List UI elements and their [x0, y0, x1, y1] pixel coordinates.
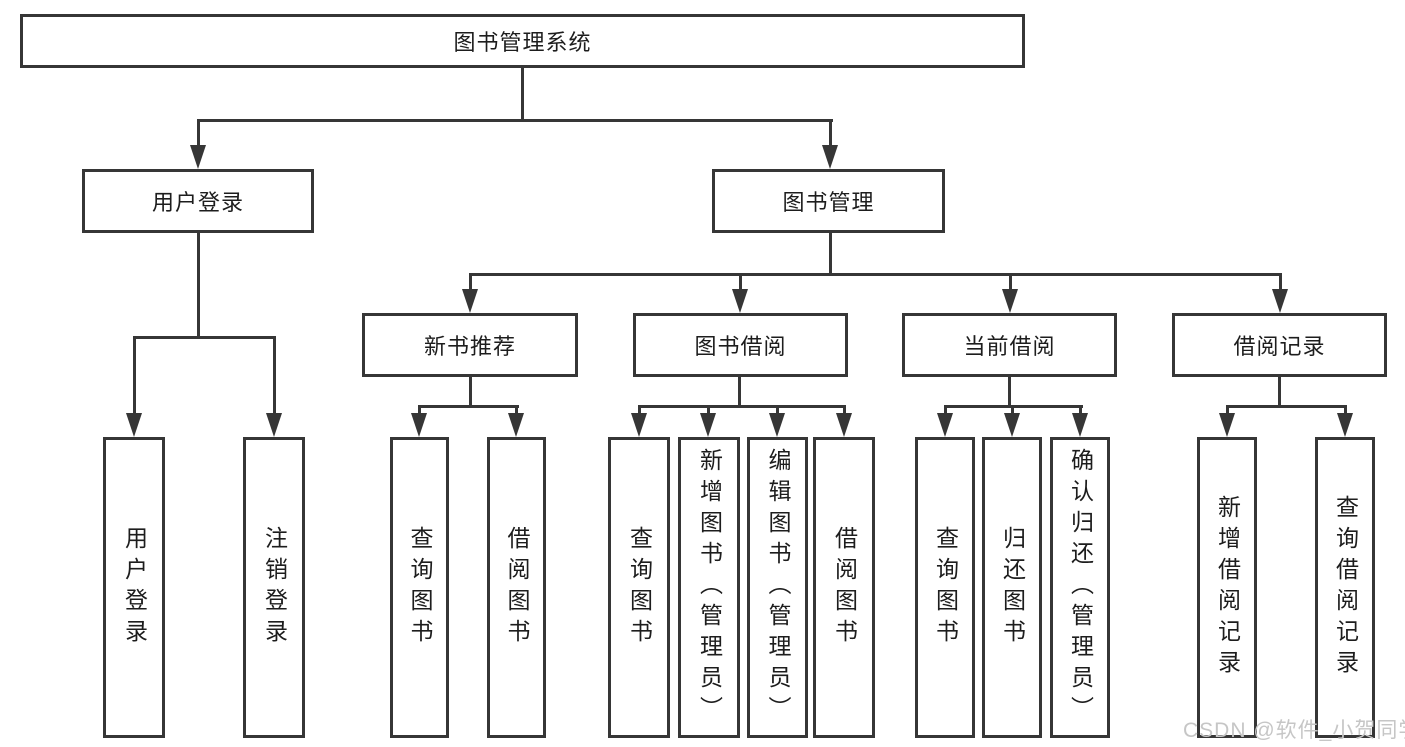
- arrow-down-icon: [822, 145, 838, 169]
- node-label: 查询图书: [407, 525, 433, 650]
- connector-line: [469, 273, 1282, 276]
- node-book-borrowing: 图书借阅: [633, 313, 848, 377]
- leaf-bb-add-books-admin: 新增图书（管理员）: [678, 437, 740, 738]
- arrow-down-icon: [1072, 413, 1088, 437]
- node-current-borrowing: 当前借阅: [902, 313, 1117, 377]
- node-label: 新书推荐: [423, 334, 516, 359]
- leaf-cb-confirm-return-admin: 确认归还（管理员）: [1050, 437, 1110, 738]
- connector-line: [1278, 377, 1281, 408]
- connector-line: [418, 405, 421, 417]
- leaf-br-add-record: 新增借阅记录: [1197, 437, 1257, 738]
- node-label: 查询图书: [932, 525, 959, 650]
- arrow-down-icon: [126, 413, 142, 437]
- connector-line: [133, 336, 276, 339]
- arrow-down-icon: [631, 413, 647, 437]
- connector-line: [739, 273, 742, 293]
- arrow-down-icon: [700, 413, 716, 437]
- connector-line: [638, 405, 641, 417]
- node-root: 图书管理系统: [20, 14, 1025, 68]
- connector-line: [197, 233, 200, 338]
- leaf-nb-query-books: 查询图书: [390, 437, 449, 738]
- arrow-down-icon: [937, 413, 953, 437]
- arrow-down-icon: [190, 145, 206, 169]
- connector-line: [738, 377, 741, 408]
- connector-line: [515, 405, 518, 417]
- arrow-down-icon: [1004, 413, 1020, 437]
- connector-line: [418, 405, 519, 408]
- leaf-logout: 注销登录: [243, 437, 305, 738]
- arrow-down-icon: [732, 289, 748, 313]
- node-label: 借阅图书: [504, 525, 530, 650]
- connector-line: [944, 405, 947, 417]
- connector-line: [829, 233, 832, 276]
- node-label: 图书管理: [782, 190, 875, 215]
- connector-line: [1279, 273, 1282, 293]
- node-new-book-recommend: 新书推荐: [362, 313, 578, 377]
- leaf-bb-edit-books-admin: 编辑图书（管理员）: [747, 437, 808, 738]
- node-label: 新增图书（管理员）: [696, 448, 723, 727]
- node-label: 用户登录: [121, 525, 148, 650]
- connector-line: [1008, 377, 1011, 408]
- connector-line: [521, 68, 524, 121]
- arrow-down-icon: [411, 413, 427, 437]
- connector-line: [1009, 273, 1012, 293]
- connector-line: [1079, 405, 1082, 417]
- connector-line: [1011, 405, 1014, 417]
- arrow-down-icon: [1219, 413, 1235, 437]
- arrow-down-icon: [1272, 289, 1288, 313]
- node-label: 归还图书: [999, 525, 1026, 650]
- leaf-cb-query-books: 查询图书: [915, 437, 975, 738]
- connector-line: [829, 119, 832, 149]
- arrow-down-icon: [266, 413, 282, 437]
- leaf-cb-return-books: 归还图书: [982, 437, 1042, 738]
- arrow-down-icon: [1337, 413, 1353, 437]
- connector-line: [638, 405, 846, 408]
- connector-line: [197, 119, 833, 122]
- arrow-down-icon: [836, 413, 852, 437]
- arrow-down-icon: [1002, 289, 1018, 313]
- connector-line: [843, 405, 846, 417]
- arrow-down-icon: [462, 289, 478, 313]
- arrow-down-icon: [508, 413, 524, 437]
- node-label: 图书管理系统: [453, 30, 592, 55]
- connector-line: [776, 405, 779, 417]
- node-label: 用户登录: [151, 190, 244, 215]
- arrow-down-icon: [769, 413, 785, 437]
- leaf-bb-query-books: 查询图书: [608, 437, 670, 738]
- node-label: 借阅图书: [831, 525, 858, 650]
- node-label: 查询借阅记录: [1332, 494, 1359, 681]
- node-label: 编辑图书（管理员）: [765, 448, 791, 727]
- watermark: CSDN @软件_小贺同学: [1183, 719, 1405, 742]
- leaf-user-login: 用户登录: [103, 437, 165, 738]
- node-label: 图书借阅: [694, 334, 787, 359]
- connector-line: [197, 119, 200, 149]
- connector-line: [469, 377, 472, 408]
- node-label: 当前借阅: [963, 334, 1056, 359]
- node-book-management: 图书管理: [712, 169, 945, 233]
- node-label: 借阅记录: [1233, 334, 1326, 359]
- connector-line: [707, 405, 710, 417]
- node-label: 查询图书: [626, 525, 653, 650]
- node-label: 确认归还（管理员）: [1067, 448, 1094, 727]
- connector-line: [1344, 405, 1347, 417]
- connector-line: [1226, 405, 1346, 408]
- node-label: 新增借阅记录: [1214, 494, 1241, 681]
- connector-line: [469, 273, 472, 293]
- leaf-bb-borrow-books: 借阅图书: [813, 437, 875, 738]
- connector-line: [273, 336, 276, 416]
- connector-line: [133, 336, 136, 416]
- connector-line: [1226, 405, 1229, 417]
- node-borrow-records: 借阅记录: [1172, 313, 1387, 377]
- leaf-br-query-record: 查询借阅记录: [1315, 437, 1375, 738]
- node-user-login: 用户登录: [82, 169, 314, 233]
- leaf-nb-borrow-books: 借阅图书: [487, 437, 546, 738]
- node-label: 注销登录: [261, 525, 288, 650]
